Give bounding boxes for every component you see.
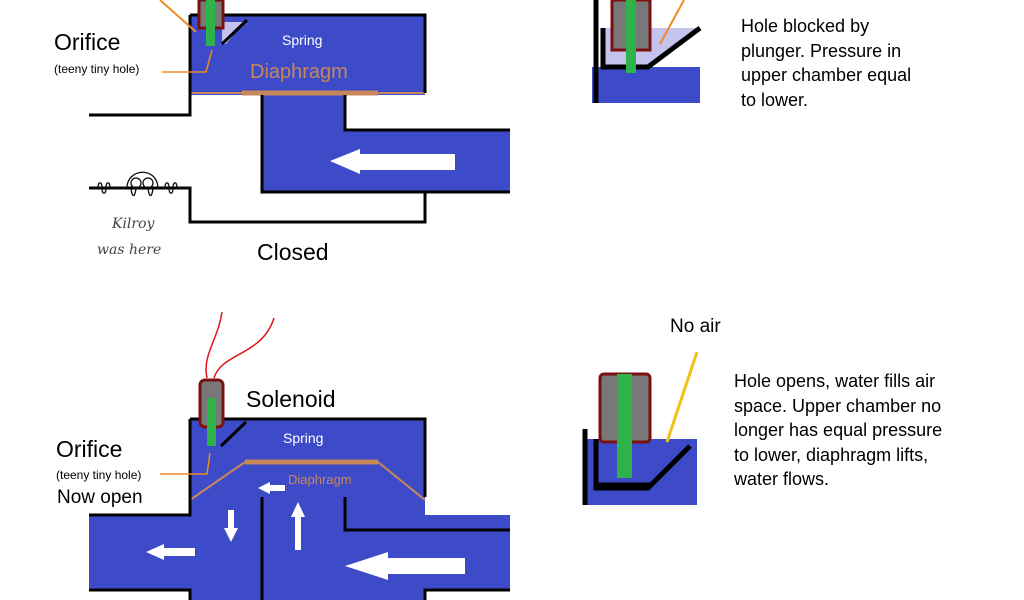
open-orifice-pointer xyxy=(160,452,211,475)
open-flow-arrows xyxy=(146,482,465,580)
closed-orifice-note: (teeny tiny hole) xyxy=(54,62,140,76)
closed-valve xyxy=(89,0,510,224)
open-valve-wall xyxy=(89,417,510,600)
solenoid-wires xyxy=(205,311,275,379)
open-detail xyxy=(582,351,699,505)
closed-diaphragm-label: Diaphragm xyxy=(250,61,348,83)
open-orifice-note: (teeny tiny hole) xyxy=(56,468,142,482)
open-spring-label: Spring xyxy=(283,430,324,446)
open-detail-water xyxy=(585,439,697,505)
open-valve xyxy=(89,311,510,600)
closed-plunger-pointer xyxy=(159,0,197,33)
closed-valve-wall xyxy=(89,13,510,224)
open-diaphragm-label: Diaphragm xyxy=(288,472,352,487)
open-plunger xyxy=(198,378,225,446)
closed-detail-wall xyxy=(593,0,702,103)
closed-lower-passage xyxy=(262,95,510,192)
open-seat-slope xyxy=(219,420,248,448)
solenoid-label: Solenoid xyxy=(246,386,336,412)
closed-plunger xyxy=(197,0,225,46)
closed-spring-label: Spring xyxy=(282,32,323,48)
open-water-flow-label: Water flow xyxy=(390,559,456,575)
closed-flow-arrow xyxy=(330,149,455,174)
closed-detail-water xyxy=(592,67,700,103)
closed-description: Hole blocked by plunger. Pressure in upp… xyxy=(741,16,912,110)
closed-orifice-pointer xyxy=(162,49,213,73)
now-open-label: Now open xyxy=(57,487,143,508)
no-air-label: No air xyxy=(670,316,721,337)
closed-upper-chamber xyxy=(190,15,425,95)
open-orifice-label: Orifice xyxy=(56,436,123,462)
closed-water-flow-label: Water flow xyxy=(380,155,446,171)
no-air-pointer xyxy=(665,351,699,443)
open-description: Hole opens, water fills air space. Upper… xyxy=(734,371,943,489)
closed-seat-slope xyxy=(220,18,249,46)
closed-orifice-label: Orifice xyxy=(54,29,121,55)
kilroy-doodle xyxy=(95,171,190,197)
open-flow-channel xyxy=(89,515,510,600)
kilroy-line1: Kilroy xyxy=(112,216,155,232)
kilroy-line2: was here xyxy=(97,242,162,258)
open-detail-wall xyxy=(582,429,692,505)
closed-detail-pointer xyxy=(659,0,685,45)
closed-state-label: Closed xyxy=(257,239,329,265)
closed-detail xyxy=(592,0,702,103)
open-upper-chamber xyxy=(190,419,425,515)
